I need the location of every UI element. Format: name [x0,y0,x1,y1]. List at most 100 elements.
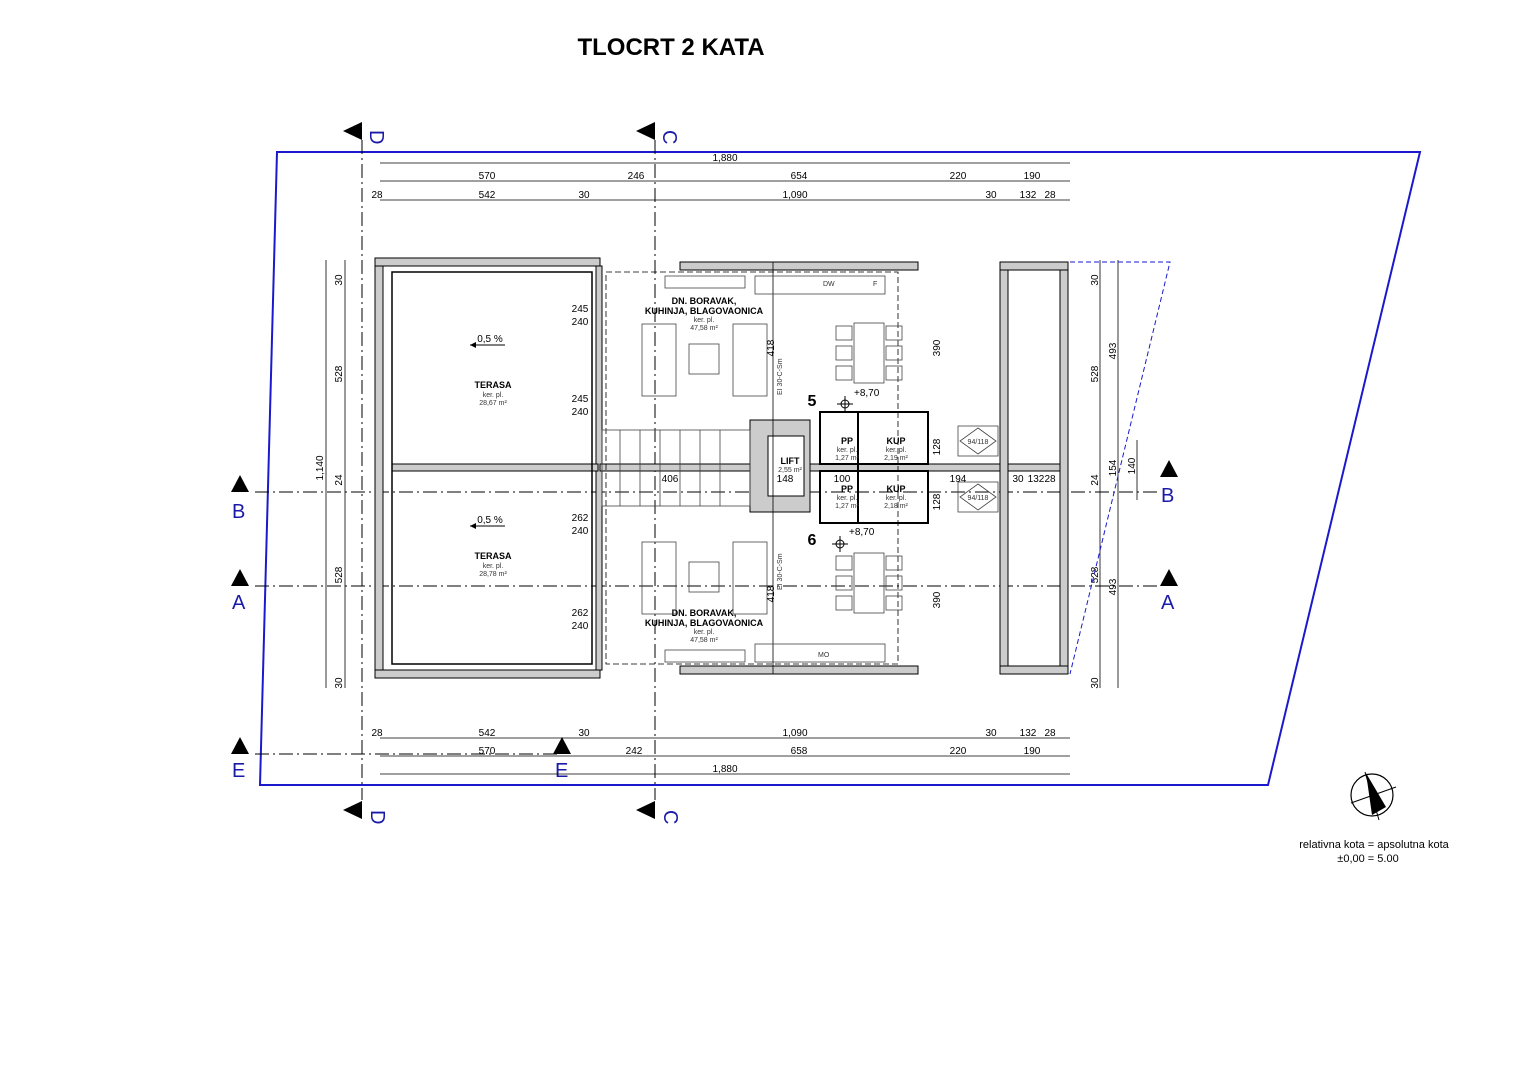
svg-text:493: 493 [1108,578,1119,595]
svg-text:1,880: 1,880 [712,153,737,164]
staircase [601,429,751,507]
svg-text:28: 28 [1044,190,1056,201]
svg-text:570: 570 [479,171,496,182]
svg-text:30: 30 [578,190,590,201]
svg-text:418: 418 [766,339,777,356]
window-label: 94/118 [968,439,989,446]
room-kup-top: KUP ker. pl. 2,19 m² [884,436,908,462]
svg-text:128: 128 [932,438,943,455]
section-markers: D C D C B B A A E E [231,122,1178,824]
svg-text:0,5 %: 0,5 % [477,334,503,345]
svg-text:245: 245 [572,394,589,405]
svg-text:DN. BORAVAK,: DN. BORAVAK, [672,296,737,306]
svg-text:542: 542 [479,728,496,739]
svg-text:28: 28 [371,728,383,739]
unit-number: 5 [808,393,817,410]
svg-text:493: 493 [1108,342,1119,359]
svg-text:1,140: 1,140 [315,455,326,480]
svg-text:418: 418 [766,585,777,602]
svg-text:240: 240 [572,621,589,632]
svg-text:B: B [232,501,245,523]
svg-text:TERASA: TERASA [474,551,512,561]
svg-text:ker. pl.: ker. pl. [886,495,907,502]
unit-number: 6 [808,532,817,549]
svg-text:KUHINJA, BLAGOVAONICA: KUHINJA, BLAGOVAONICA [645,618,764,628]
svg-text:132: 132 [1028,474,1045,485]
svg-text:658: 658 [791,746,808,757]
svg-text:190: 190 [1024,746,1041,757]
svg-text:148: 148 [777,474,794,485]
svg-text:242: 242 [626,746,643,757]
room-living-bottom: DN. BORAVAK, KUHINJA, BLAGOVAONICA ker. … [645,608,764,644]
svg-text:2,19 m²: 2,19 m² [884,455,908,462]
svg-text:1,880: 1,880 [712,764,737,775]
svg-text:PP: PP [841,436,853,446]
svg-text:KUHINJA, BLAGOVAONICA: KUHINJA, BLAGOVAONICA [645,306,764,316]
svg-text:28,78 m²: 28,78 m² [479,571,507,578]
svg-text:1,27 m²: 1,27 m² [835,503,859,510]
room-terasa-bottom: 0,5 % TERASA ker. pl. 28,78 m² [470,515,512,578]
top-dimensions: 1,880 570 246 654 220 190 28 542 30 1,09… [371,153,1070,201]
svg-text:EI 30-C-Sm: EI 30-C-Sm [777,358,784,395]
room-lift: LIFT 2,55 m² [778,456,802,474]
elevation-note: ±0,00 = 5.00 [1337,853,1398,865]
svg-text:190: 190 [1024,171,1041,182]
svg-text:ker. pl.: ker. pl. [483,392,504,399]
svg-text:KUP: KUP [886,484,905,494]
elevation-note: relativna kota = apsolutna kota [1299,839,1449,851]
svg-text:D: D [365,130,387,144]
svg-text:246: 246 [628,171,645,182]
svg-text:24: 24 [334,474,345,486]
svg-text:542: 542 [479,190,496,201]
svg-text:100: 100 [834,474,851,485]
svg-text:47,58 m²: 47,58 m² [690,637,718,644]
svg-text:LIFT: LIFT [781,456,800,466]
svg-text:ker. pl.: ker. pl. [837,495,858,502]
svg-text:EI 30-C-Sm: EI 30-C-Sm [777,553,784,590]
svg-text:528: 528 [334,566,345,583]
svg-text:30: 30 [985,728,997,739]
terrace-dimensions: 245 240 245 240 262 240 262 240 418 390 … [572,304,1056,632]
svg-text:E: E [232,760,245,782]
level-target-icon [832,396,853,552]
svg-text:0,5 %: 0,5 % [477,515,503,526]
svg-text:570: 570 [479,746,496,757]
svg-text:B: B [1161,485,1174,507]
svg-text:ker. pl.: ker. pl. [837,447,858,454]
svg-text:194: 194 [950,474,967,485]
svg-text:390: 390 [932,339,943,356]
svg-text:1,090: 1,090 [782,728,807,739]
svg-text:140: 140 [1127,457,1138,474]
svg-text:ker. pl.: ker. pl. [694,629,715,636]
level-mark: +8,70 [849,527,875,538]
svg-text:240: 240 [572,317,589,328]
room-kup-bottom: KUP ker. pl. 2,18 m² [884,484,908,510]
svg-text:262: 262 [572,608,589,619]
svg-text:30: 30 [334,274,345,286]
svg-text:PP: PP [841,484,853,494]
building-walls [374,257,1171,679]
svg-text:D: D [366,810,388,824]
furniture [641,275,999,663]
svg-text:ker. pl.: ker. pl. [694,317,715,324]
svg-text:30: 30 [334,677,345,689]
bottom-dimensions: 28 542 30 1,090 30 132 28 570 242 658 22… [371,728,1070,775]
svg-text:A: A [232,592,246,614]
svg-text:2,55 m²: 2,55 m² [778,467,802,474]
svg-text:2,18 m²: 2,18 m² [884,503,908,510]
svg-text:154: 154 [1108,459,1119,476]
svg-text:28: 28 [1044,728,1056,739]
svg-text:245: 245 [572,304,589,315]
svg-text:47,58 m²: 47,58 m² [690,325,718,332]
svg-text:128: 128 [932,493,943,510]
svg-text:390: 390 [932,591,943,608]
svg-text:240: 240 [572,407,589,418]
svg-text:30: 30 [985,190,997,201]
svg-text:1,27 m²: 1,27 m² [835,455,859,462]
svg-text:528: 528 [1090,365,1101,382]
svg-text:C: C [658,130,680,144]
level-mark: +8,70 [854,388,880,399]
svg-text:28,67 m²: 28,67 m² [479,400,507,407]
svg-text:28: 28 [1044,474,1056,485]
svg-text:654: 654 [791,171,808,182]
